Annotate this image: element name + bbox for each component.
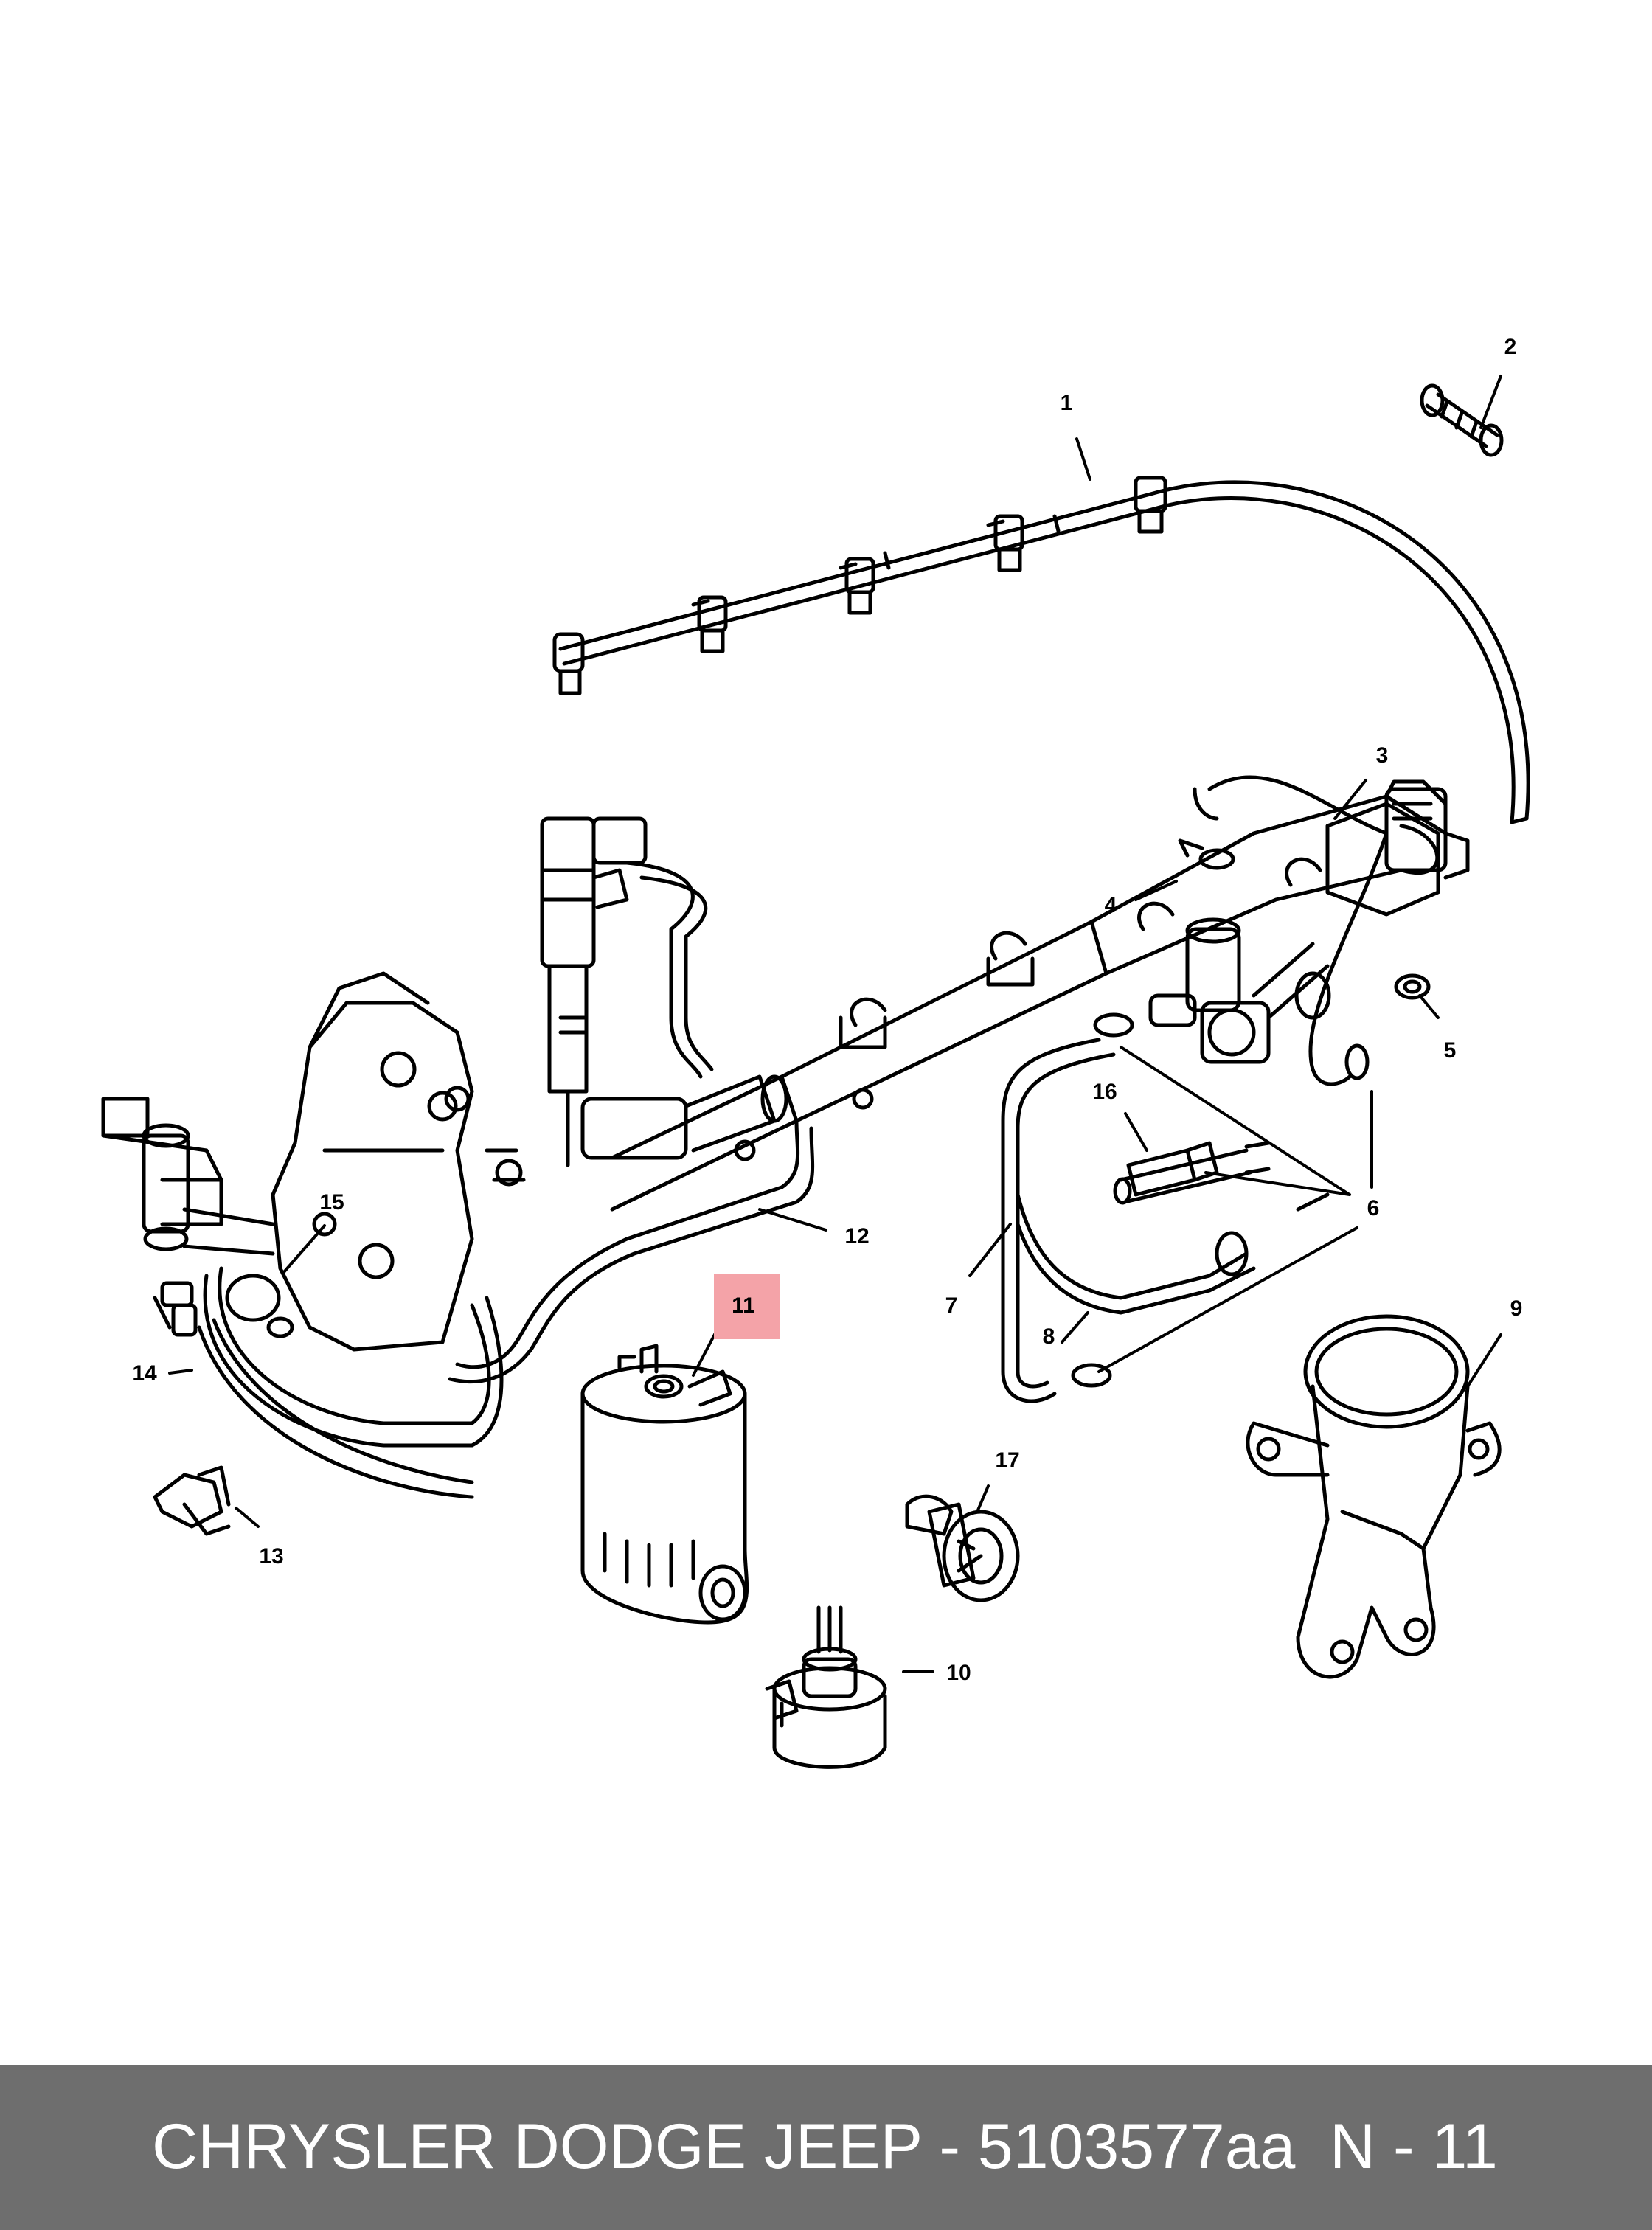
sealing-washer xyxy=(1394,973,1431,1000)
clamp-6 xyxy=(1071,1012,1370,1388)
clamp-14 xyxy=(153,1281,198,1337)
filter-mounting-bracket xyxy=(1246,1314,1502,1679)
callout-7: 7 xyxy=(945,1293,958,1318)
callout-3: 3 xyxy=(1376,743,1389,768)
callout-12: 12 xyxy=(844,1224,869,1248)
fuel-supply-line xyxy=(197,1266,504,1499)
callout-11-highlight xyxy=(714,1274,780,1339)
callout-11: 11 xyxy=(732,1293,755,1318)
rail-pressure-sensor xyxy=(1325,787,1470,917)
footer-page-reference: N - 11 xyxy=(1330,2111,1498,2182)
return-line-arc xyxy=(1193,775,1389,1086)
callout-leaders xyxy=(168,375,1502,1673)
high-pressure-line xyxy=(448,1119,815,1384)
callout-6: 6 xyxy=(1367,1196,1380,1220)
plug-part xyxy=(1420,383,1504,457)
callout-2: 2 xyxy=(1504,335,1517,359)
return-line-8 xyxy=(1016,1192,1330,1315)
return-line-7 xyxy=(1001,1038,1116,1403)
callout-17: 17 xyxy=(995,1448,1019,1473)
callout-9: 9 xyxy=(1510,1296,1523,1321)
high-pressure-pump xyxy=(101,971,526,1352)
callout-1: 1 xyxy=(1061,391,1073,415)
callout-10: 10 xyxy=(946,1661,971,1685)
inline-check-valve xyxy=(1113,1141,1271,1205)
fuel-temp-sensor xyxy=(905,1494,1020,1602)
footer-brand-part-number: CHRYSLER DODGE JEEP - 5103577aa xyxy=(152,2111,1296,2182)
rail-feed-line xyxy=(580,1074,788,1160)
callout-4: 4 xyxy=(1105,893,1117,917)
water-in-fuel-sensor xyxy=(765,1605,887,1769)
parts-diagram: 1 2 3 4 5 6 7 8 9 10 11 12 13 14 15 16 1… xyxy=(101,335,1530,1769)
callout-labels: 1 2 3 4 5 6 7 8 9 10 11 12 13 14 15 16 1… xyxy=(132,335,1522,1685)
bracket-clip xyxy=(153,1465,231,1536)
callout-16: 16 xyxy=(1092,1080,1117,1104)
callout-5: 5 xyxy=(1444,1038,1457,1063)
leak-off-return-line xyxy=(552,476,1530,824)
callout-13: 13 xyxy=(259,1544,283,1569)
callout-14: 14 xyxy=(132,1361,157,1386)
fuel-injector xyxy=(540,816,714,1167)
callout-15: 15 xyxy=(319,1190,344,1215)
fuel-filter xyxy=(580,1344,749,1625)
pressure-sensor-fitting xyxy=(1148,917,1331,1064)
footer-bar xyxy=(0,2065,1652,2230)
clamp-4 xyxy=(1178,838,1235,870)
callout-8: 8 xyxy=(1043,1324,1055,1349)
